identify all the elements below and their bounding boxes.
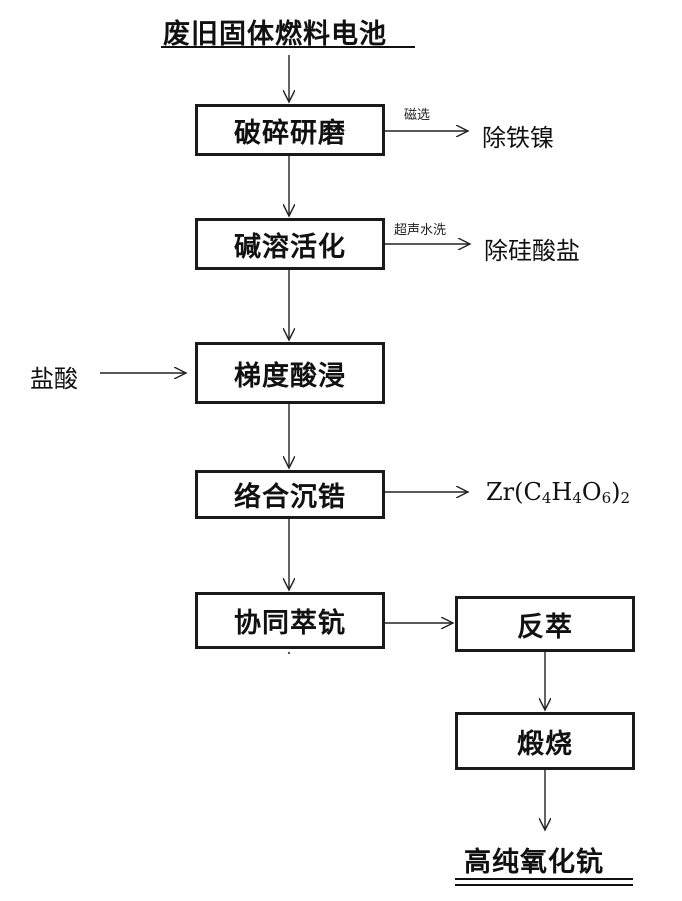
- end-product: 高纯氧化钪: [464, 840, 604, 879]
- magnetic-separation-label: 磁选: [404, 104, 430, 123]
- step-synergistic-sc-extraction: 协同萃钪: [195, 592, 385, 649]
- hydrochloric-acid-input: 盐酸: [30, 359, 78, 394]
- step-gradient-acid-leach: 梯度酸浸: [195, 342, 385, 404]
- step-alkali-activation: 碱溶活化: [195, 218, 385, 270]
- ultrasonic-wash-label: 超声水洗: [394, 219, 446, 238]
- step-stripping: 反萃: [455, 596, 635, 652]
- start-underline: [161, 46, 415, 48]
- remove-fe-ni: 除铁镍: [482, 118, 554, 153]
- end-underline-2: [455, 884, 633, 886]
- step-complex-zr-precipitation: 络合沉锆: [195, 470, 385, 519]
- zr-tartrate-product: Zr(C4H4O6)2: [486, 478, 630, 507]
- end-underline-1: [455, 878, 633, 880]
- step-crush-grind: 破碎研磨: [195, 104, 385, 156]
- remove-silicate: 除硅酸盐: [484, 231, 580, 266]
- step-calcination: 煅烧: [455, 712, 635, 770]
